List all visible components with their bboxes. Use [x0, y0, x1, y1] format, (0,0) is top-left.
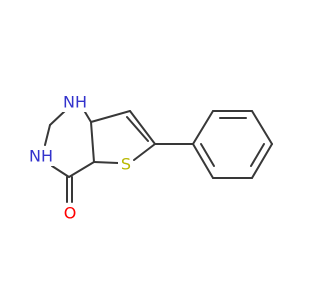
bond-ph4-ph5: [251, 143, 273, 179]
molecule-diagram: NH NH S O: [28, 92, 273, 223]
bond-c4a-s: [93, 161, 119, 164]
bond-c7-c7a: [90, 110, 131, 123]
bond-s-c6: [133, 143, 156, 161]
atom-labels: NH NH S O: [28, 92, 133, 223]
nitrogen-n1-label: NH: [63, 93, 87, 112]
s-label-bg: [118, 154, 133, 174]
bond-c6-c7: [129, 110, 156, 145]
bond-n1-c2: [49, 109, 67, 126]
bond-ph3-ph4: [251, 110, 273, 145]
n3-label-bg: [28, 146, 54, 166]
bond-c4-c4a: [68, 161, 95, 178]
bond-ph-inner-c: [200, 143, 215, 167]
bond-ph-inner-b: [250, 143, 265, 167]
bonds: [44, 106, 273, 203]
bond-c2-n3: [44, 124, 51, 146]
bond-n3-c4: [51, 165, 70, 178]
bond-c4a-c7a: [90, 121, 95, 163]
sulfur-label: S: [121, 155, 131, 174]
bond-c6-c7-inner: [126, 116, 149, 142]
n1-label-bg: [62, 92, 88, 112]
nitrogen-n3-label: NH: [29, 147, 53, 166]
o-label-bg: [62, 203, 78, 223]
oxygen-label: O: [64, 204, 77, 223]
bond-ph1-ph2: [192, 110, 214, 145]
structure-svg: NH NH S O: [28, 92, 273, 223]
bond-ph6-ph1: [192, 143, 214, 179]
